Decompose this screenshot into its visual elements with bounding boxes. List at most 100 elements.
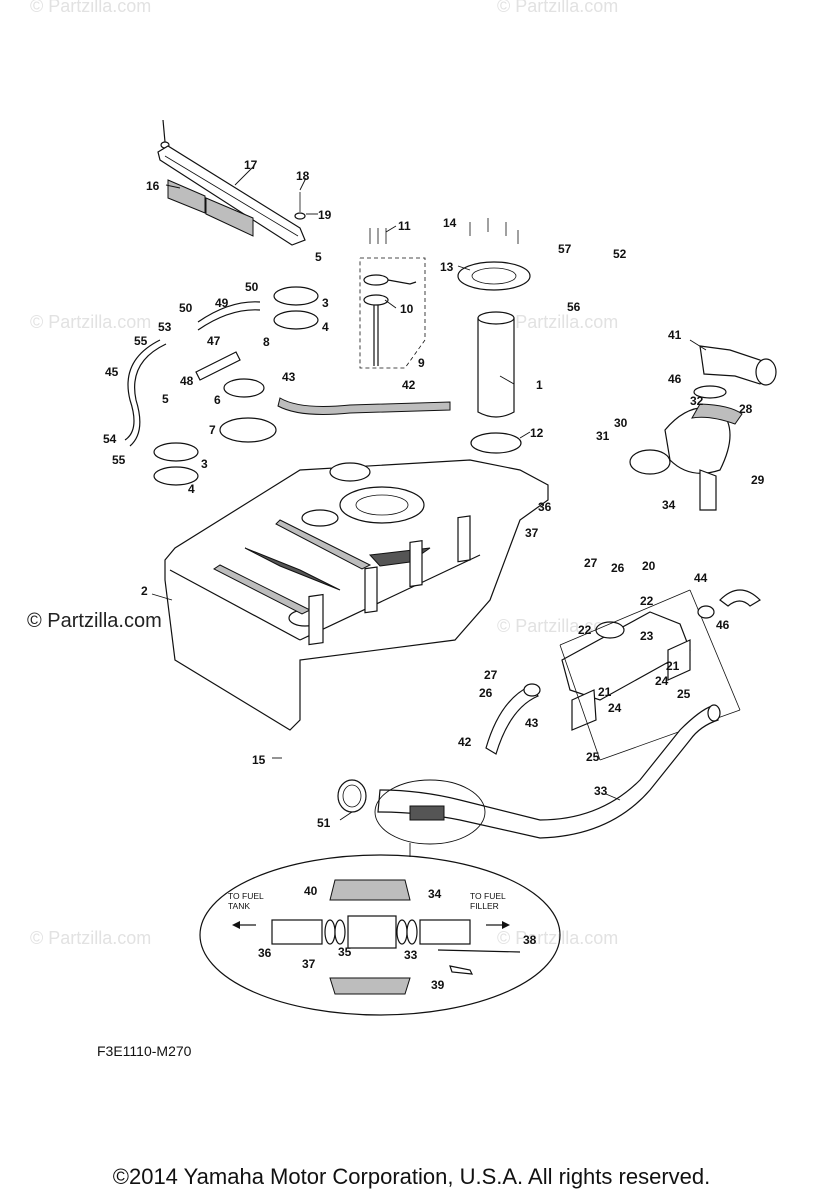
svg-text:FILLER: FILLER: [470, 901, 499, 911]
callout-3: 3: [322, 296, 329, 310]
callout-53: 53: [158, 320, 172, 334]
watermark: © Partzilla.com: [30, 928, 152, 948]
callout-43: 43: [525, 716, 539, 730]
callout-22: 22: [578, 623, 592, 637]
callout-55: 55: [134, 334, 148, 348]
callout-25: 25: [677, 687, 691, 701]
callout-22: 22: [640, 594, 654, 608]
bracket-assembly: [157, 119, 306, 246]
callout-34: 34: [662, 498, 676, 512]
callout-45: 45: [105, 365, 119, 379]
callout-50: 50: [179, 301, 193, 315]
callout-12: 12: [530, 426, 544, 440]
callout-50: 50: [245, 280, 259, 294]
callout-42: 42: [402, 378, 416, 392]
to-fuel-filler-label: TO FUEL: [470, 891, 506, 901]
callout-48: 48: [180, 374, 194, 388]
watermark: © Partzilla.com: [497, 0, 619, 16]
callout-44: 44: [694, 571, 708, 585]
callout-4: 4: [322, 320, 329, 334]
callout-23: 23: [640, 629, 654, 643]
fuel-tank: [164, 459, 549, 731]
callout-3: 3: [201, 457, 208, 471]
callout-30: 30: [614, 416, 628, 430]
callout-40: 40: [304, 884, 318, 898]
partzilla-watermark: © Partzilla.com: [27, 610, 162, 632]
callout-1: 1: [536, 378, 543, 392]
callout-7: 7: [209, 423, 216, 437]
callout-42: 42: [458, 735, 472, 749]
callout-21: 21: [666, 659, 680, 673]
callout-36: 36: [258, 946, 272, 960]
fuel-pump: [457, 218, 531, 454]
filler-hose: [337, 704, 721, 845]
callout-24: 24: [655, 674, 669, 688]
leader-lines: [151, 165, 707, 821]
callout-38: 38: [523, 933, 537, 947]
callout-37: 37: [525, 526, 539, 540]
callout-5: 5: [315, 250, 322, 264]
callout-24: 24: [608, 701, 622, 715]
callout-54: 54: [103, 432, 117, 446]
watermark: © Partzilla.com: [497, 312, 619, 332]
callout-6: 6: [214, 393, 221, 407]
hoses: [277, 397, 541, 755]
callout-51: 51: [317, 816, 331, 830]
callout-17: 17: [244, 158, 258, 172]
callout-16: 16: [146, 179, 160, 193]
callout-47: 47: [207, 334, 221, 348]
callout-10: 10: [400, 302, 414, 316]
callout-46: 46: [668, 372, 682, 386]
callout-33: 33: [404, 948, 418, 962]
callout-21: 21: [598, 685, 612, 699]
watermark: © Partzilla.com: [30, 312, 152, 332]
callout-11: 11: [398, 219, 411, 233]
watermark: © Partzilla.com: [497, 928, 619, 948]
callout-9: 9: [418, 356, 425, 370]
callout-29: 29: [751, 473, 765, 487]
callout-46: 46: [716, 618, 730, 632]
callout-34: 34: [428, 887, 442, 901]
callout-15: 15: [252, 753, 266, 767]
callout-55: 55: [112, 453, 126, 467]
callout-52: 52: [613, 247, 627, 261]
callout-26: 26: [611, 561, 625, 575]
callout-28: 28: [739, 402, 753, 416]
watermark: © Partzilla.com: [497, 616, 619, 636]
svg-text:TANK: TANK: [228, 901, 250, 911]
callout-43: 43: [282, 370, 296, 384]
callout-26: 26: [479, 686, 493, 700]
callout-35: 35: [338, 945, 352, 959]
callout-8: 8: [263, 335, 270, 349]
callout-numbers: 1 2 3 3 4 4 5 5 6 7 8 9 10 11 12 13 14 1…: [103, 158, 765, 992]
detail-inset: TO FUEL TANK TO FUEL FILLER: [199, 843, 561, 1016]
callout-56: 56: [567, 300, 581, 314]
flange-group: [124, 286, 319, 486]
callout-18: 18: [296, 169, 310, 183]
callout-25: 25: [586, 750, 600, 764]
callout-20: 20: [642, 559, 656, 573]
callout-36: 36: [538, 500, 552, 514]
callout-39: 39: [431, 978, 445, 992]
callout-41: 41: [668, 328, 682, 342]
callout-4: 4: [188, 482, 195, 496]
diagram-code: F3E1110-M270: [97, 1043, 192, 1059]
callout-14: 14: [443, 216, 457, 230]
callout-27: 27: [584, 556, 598, 570]
level-sensor: [359, 228, 426, 369]
copyright-notice: ©2014 Yamaha Motor Corporation, U.S.A. A…: [112, 1164, 711, 1189]
callout-32: 32: [690, 394, 704, 408]
callout-27: 27: [484, 668, 498, 682]
to-fuel-tank-label: TO FUEL: [228, 891, 264, 901]
callout-37: 37: [302, 957, 316, 971]
callout-2: 2: [141, 584, 148, 598]
callout-13: 13: [440, 260, 454, 274]
callout-33: 33: [594, 784, 608, 798]
canister: [559, 589, 761, 761]
watermark: © Partzilla.com: [30, 0, 152, 16]
callout-5: 5: [162, 392, 169, 406]
callout-19: 19: [318, 208, 332, 222]
filler-neck: [629, 345, 777, 511]
